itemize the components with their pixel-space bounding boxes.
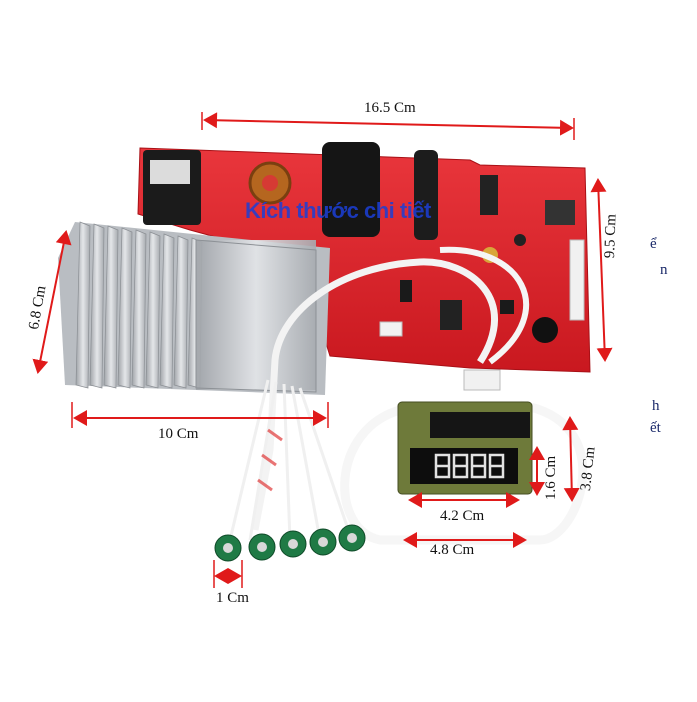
dimension-display-outer: 4.8 Cm [430,542,475,558]
inductor [322,142,380,237]
connector-right [569,239,585,321]
heatsink-fin [131,229,147,389]
heatsink-fin [89,223,105,389]
buzzer [532,317,558,343]
heatsink-fin [75,221,91,389]
display-board [397,369,533,495]
ribbon-cable [251,258,498,531]
heatsink-fin [145,231,161,389]
dimension-button-pitch: 1 Cm [216,590,249,606]
dimension-height-right: 9.5 Cm [602,213,620,259]
heatsink-fin [159,233,175,389]
dimension-lines [32,112,613,588]
heatsink [58,221,330,395]
ic-chip [430,412,530,438]
edge-fragment-1: ể [650,236,657,252]
edge-fragment-2: n [660,262,668,278]
edge-fragment-4: ết [650,420,661,436]
heatsink-fin [173,235,189,389]
heatsink-fin [117,227,133,389]
main-pcb [137,142,591,373]
dimension-width-top: 16.5 Cm [364,100,416,116]
touch-buttons [214,524,366,562]
overlay-title: Kích thước chi tiết [245,198,431,223]
dimension-heatsink-width: 10 Cm [158,426,199,442]
dimension-display-inner: 4.2 Cm [440,508,485,524]
heatsink-fin [103,225,119,389]
edge-fragment-3: h [652,398,660,414]
capacitor [414,150,438,240]
dimension-display-height-inner: 1.6 Cm [543,455,559,500]
